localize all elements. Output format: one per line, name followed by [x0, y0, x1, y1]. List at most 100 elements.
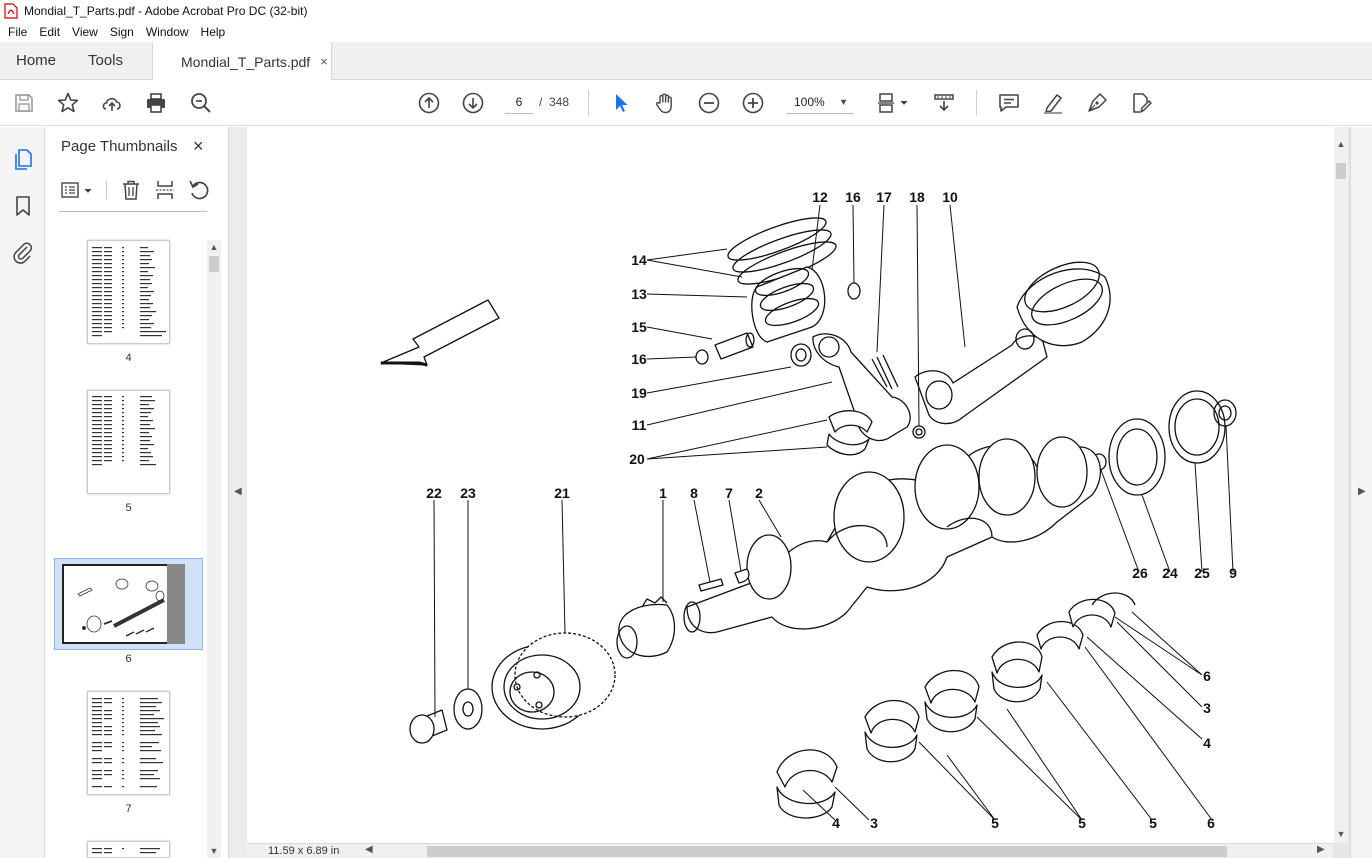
callout-26: 26 [1132, 565, 1148, 581]
document-scrollbar-thumb[interactable] [1336, 163, 1346, 179]
menu-bar: File Edit View Sign Window Help [0, 22, 1372, 42]
menu-view[interactable]: View [72, 25, 98, 39]
callout-23: 23 [460, 485, 476, 501]
navigation-rail [0, 127, 45, 858]
document-tab-label: Mondial_T_Parts.pdf [181, 53, 311, 70]
callout-25: 25 [1194, 565, 1210, 581]
status-bar: 11.59 x 6.89 in ◀ ▶ [247, 843, 1333, 858]
callout-12: 12 [812, 189, 828, 205]
thumbnail-options-icon[interactable] [59, 178, 95, 202]
expand-right-icon[interactable]: ▶ [1358, 486, 1366, 497]
menu-help[interactable]: Help [200, 25, 226, 39]
print-icon[interactable] [144, 91, 168, 115]
callout-4: 4 [1203, 735, 1211, 751]
fill-and-sign-icon[interactable] [1129, 91, 1153, 115]
next-page-icon[interactable] [461, 91, 485, 115]
attachment-paperclip-icon[interactable] [11, 240, 35, 264]
tab-tools[interactable]: Tools [88, 52, 124, 69]
callout-19: 19 [631, 385, 647, 401]
text-page-preview [92, 247, 166, 337]
callout-5: 5 [1078, 815, 1086, 831]
diagram-page-preview [77, 578, 165, 637]
comment-icon[interactable] [997, 91, 1021, 115]
star-bookmark-icon[interactable] [56, 91, 80, 115]
delete-page-icon[interactable] [119, 178, 143, 202]
close-tab-icon[interactable]: × [320, 54, 328, 69]
pdf-page: 12 16 17 18 10 14 13 15 16 19 11 20 22 2… [247, 127, 1334, 843]
rotate-page-icon[interactable] [187, 178, 211, 202]
window-title: Mondial_T_Parts.pdf - Adobe Acrobat Pro … [24, 4, 308, 18]
callout-3: 3 [870, 815, 878, 831]
engine-exploded-diagram: 12 16 17 18 10 14 13 15 16 19 11 20 22 2… [380, 189, 1237, 831]
scroll-mode-icon[interactable] [932, 91, 956, 115]
callout-5: 5 [1149, 815, 1157, 831]
scroll-down-icon[interactable]: ▼ [1336, 829, 1346, 839]
toolbar-divider [588, 90, 589, 116]
previous-page-icon[interactable] [417, 91, 441, 115]
scroll-up-icon[interactable]: ▲ [209, 242, 219, 252]
callout-2: 2 [755, 485, 763, 501]
tab-document[interactable]: Mondial_T_Parts.pdf × [152, 42, 332, 81]
thumbnail-scrollbar[interactable]: ▲ ▼ [207, 240, 221, 858]
save-icon[interactable] [12, 91, 36, 115]
menu-edit[interactable]: Edit [39, 25, 61, 39]
acrobat-pdf-icon [4, 3, 18, 19]
page-thumbnail[interactable] [87, 240, 170, 344]
page-separator: / [539, 95, 543, 109]
page-number-input[interactable] [505, 90, 533, 114]
callout-11: 11 [632, 417, 647, 433]
tab-home[interactable]: Home [16, 52, 57, 69]
page-total: 348 [549, 95, 570, 109]
thumbnail-scrollbar-thumb[interactable] [209, 256, 219, 272]
callout-13: 13 [631, 286, 647, 302]
highlight-pen-icon[interactable] [1041, 91, 1065, 115]
panel-divider [59, 211, 207, 212]
document-viewer[interactable]: 12 16 17 18 10 14 13 15 16 19 11 20 22 2… [247, 127, 1372, 858]
right-pane-handle[interactable]: ▶ [1350, 127, 1372, 858]
toolbar-divider [976, 90, 977, 116]
callout-16: 16 [631, 351, 647, 367]
cloud-upload-icon[interactable] [100, 91, 124, 115]
scroll-up-icon[interactable]: ▲ [1336, 139, 1346, 149]
page-thumbnail-selected[interactable] [62, 564, 184, 644]
hand-tool-icon[interactable] [653, 91, 677, 115]
scroll-left-icon[interactable]: ◀ [365, 844, 373, 855]
close-panel-icon[interactable]: × [193, 136, 204, 156]
callout-24: 24 [1162, 565, 1178, 581]
scroll-right-icon[interactable]: ▶ [1317, 844, 1325, 855]
callout-15: 15 [631, 319, 647, 335]
callout-1: 1 [659, 485, 667, 501]
zoom-in-icon[interactable] [741, 91, 765, 115]
document-scrollbar[interactable]: ▲ ▼ [1334, 127, 1348, 843]
collapse-left-icon[interactable]: ◀ [234, 486, 242, 497]
menu-file[interactable]: File [8, 25, 28, 39]
page-size-label: 11.59 x 6.89 in [268, 845, 340, 857]
callout-18: 18 [909, 189, 925, 205]
menu-window[interactable]: Window [145, 25, 189, 39]
scroll-down-icon[interactable]: ▼ [209, 846, 219, 856]
panel-collapse-handle[interactable]: ◀ [229, 127, 247, 858]
thumbnail-page-number: 5 [125, 502, 132, 514]
bookmark-icon[interactable] [11, 194, 35, 218]
zoom-out-icon[interactable] [697, 91, 721, 115]
thumbnail-page-number: 4 [125, 352, 132, 364]
tab-bar: Home Tools Mondial_T_Parts.pdf × [0, 42, 1372, 81]
zoom-search-icon[interactable] [189, 91, 213, 115]
page-thumbnails-icon[interactable] [11, 148, 35, 172]
callout-16: 16 [845, 189, 861, 205]
page-thumbnail[interactable] [87, 841, 170, 858]
page-thumbnail[interactable] [87, 691, 170, 795]
page-thumbnails-panel: Page Thumbnails × [45, 127, 229, 858]
thumbnail-page-number: 6 [125, 653, 132, 665]
sign-pen-icon[interactable] [1085, 91, 1109, 115]
select-cursor-icon[interactable] [609, 91, 633, 115]
page-thumbnail[interactable] [87, 390, 170, 494]
insert-page-icon[interactable] [153, 178, 177, 202]
menu-sign[interactable]: Sign [109, 25, 134, 39]
page-fit-icon[interactable] [876, 91, 912, 115]
zoom-level-select[interactable]: 100% ▼ [786, 90, 854, 114]
callout-7: 7 [725, 485, 733, 501]
horizontal-scrollbar-thumb[interactable] [427, 846, 1227, 857]
callout-5: 5 [991, 815, 999, 831]
title-bar: Mondial_T_Parts.pdf - Adobe Acrobat Pro … [0, 0, 1372, 22]
